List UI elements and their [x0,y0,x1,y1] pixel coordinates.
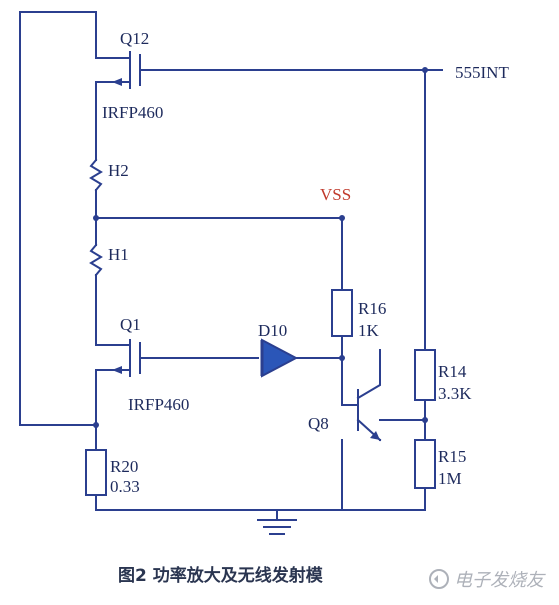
r15-body [414,439,436,489]
q12-label: Q12 [120,29,150,48]
q12-arrow [112,78,122,86]
q1-part-label: IRFP460 [128,395,190,414]
q1-source-wire [95,369,131,379]
q8-emitter-arrow [370,431,380,440]
watermark: 电子发烧友 [428,566,544,592]
d10-label: D10 [258,321,288,340]
junction-dot [339,215,345,221]
q12-drain-wire [95,49,131,59]
r15-value-label: 1M [438,469,462,488]
junction-dot [93,422,99,428]
junction-dot [422,417,428,423]
junction-dot [422,67,428,73]
h1-label: H1 [108,245,129,264]
junction-dot [93,215,99,221]
figure-caption: 图2 功率放大及无线发射模 [118,566,323,586]
q12-part-label: IRFP460 [102,103,164,122]
h2-label: H2 [108,161,129,180]
net-555-label: 555INT [455,63,509,82]
vss-label: VSS [320,185,352,204]
r15-label: R15 [438,447,467,466]
q12-gate [139,54,161,86]
q8-label: Q8 [308,414,329,433]
watermark-logo-icon [429,569,449,589]
r20-value-label: 0.33 [110,477,140,496]
q1-arrow [112,366,122,374]
q12-source-wire [95,81,131,91]
h1-coil [89,243,103,277]
r20-body [85,449,107,496]
r20-label: R20 [110,457,139,476]
r14-label: R14 [438,362,467,381]
r16-value-label: 1K [358,321,379,340]
r14-value-label: 3.3K [438,384,472,403]
feedback-loop-wire [19,11,97,426]
q1-label: Q1 [120,315,141,334]
r16-label: R16 [358,299,387,318]
q1-gate [139,342,161,374]
r14-body [414,349,436,401]
junction-dot [339,355,345,361]
watermark-text: 电子发烧友 [454,570,544,591]
r16-body [331,289,353,337]
d10-diode [260,338,299,378]
ground-symbol [257,519,297,535]
q8-collector [356,349,381,400]
q1-drain-wire [95,339,131,346]
h2-coil [89,158,103,192]
